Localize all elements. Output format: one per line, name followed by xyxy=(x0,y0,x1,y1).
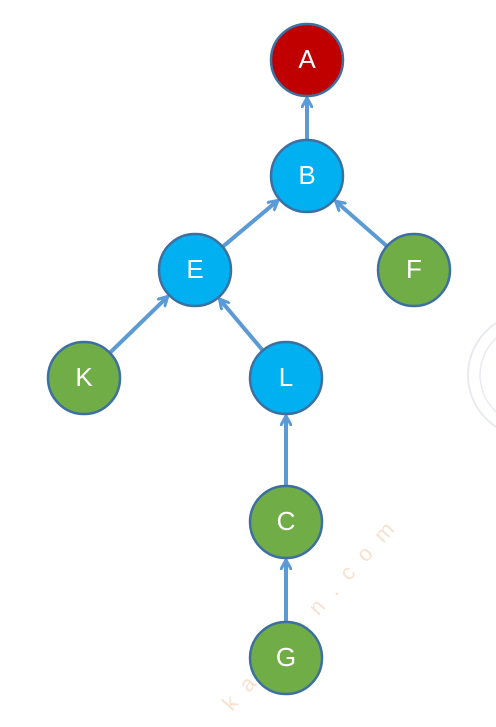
node-K: K xyxy=(46,340,122,416)
node-label-G: G xyxy=(276,642,296,672)
node-label-E: E xyxy=(186,254,203,284)
node-label-F: F xyxy=(406,254,422,284)
node-circle-A xyxy=(269,22,345,98)
node-label-C: C xyxy=(277,506,296,536)
node-B: B xyxy=(269,138,345,214)
edges-layer xyxy=(108,99,389,623)
node-circle-F xyxy=(376,232,452,308)
node-circle-G xyxy=(248,620,324,696)
node-label-B: B xyxy=(298,160,315,190)
edge-L-to-E xyxy=(220,300,265,352)
node-F: F xyxy=(376,232,452,308)
node-circle-C xyxy=(248,484,324,560)
node-label-L: L xyxy=(279,362,293,392)
edge-K-to-E xyxy=(108,297,168,355)
watermark-seal xyxy=(467,321,496,429)
node-label-K: K xyxy=(75,362,93,392)
nodes-layer: A B E F K L C G xyxy=(46,22,452,696)
node-circle-L xyxy=(248,340,324,416)
node-circle-K xyxy=(46,340,122,416)
node-E: E xyxy=(157,232,233,308)
edge-E-to-B xyxy=(221,201,277,249)
node-circle-E xyxy=(157,232,233,308)
node-label-A: A xyxy=(298,44,316,74)
node-A: A xyxy=(269,22,345,98)
node-circle-B xyxy=(269,138,345,214)
edge-F-to-B xyxy=(336,202,389,248)
node-G: G xyxy=(248,620,324,696)
node-C: C xyxy=(248,484,324,560)
node-L: L xyxy=(248,340,324,416)
